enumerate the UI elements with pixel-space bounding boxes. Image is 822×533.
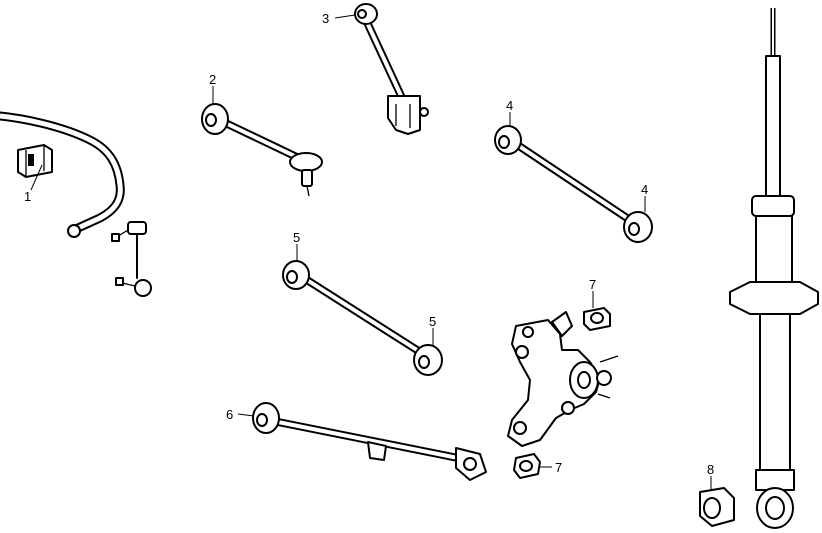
callout-5-lower: 5 [429,314,436,329]
trailing-arm-part-6 [252,402,487,481]
lower-arm-part-5 [282,260,443,376]
stabilizer-end-link [111,221,152,297]
stabilizer-bar-assembly [0,111,152,297]
leader-lines [30,14,712,490]
callout-7-upper: 7 [589,277,596,292]
stabilizer-bushing [17,144,53,178]
upper-arm-part-2 [201,103,323,197]
bushing-part-7-upper [583,307,611,331]
callout-8: 8 [707,462,714,477]
bushing-part-7-lower [513,453,541,479]
callout-4-lower: 4 [641,182,648,197]
bushing-part-8 [699,487,735,527]
shock-absorber [729,8,819,529]
callout-4-upper: 4 [506,98,513,113]
callout-7-lower: 7 [555,460,562,475]
callout-2: 2 [209,72,216,87]
rear-knuckle [507,311,619,447]
upper-arm-part-3 [354,3,429,135]
callout-labels: 1 2 3 4 4 5 5 6 7 7 8 [24,11,714,477]
lower-arm-part-4 [494,125,653,243]
callout-1: 1 [24,189,31,204]
callout-6: 6 [226,407,233,422]
callout-3: 3 [322,11,329,26]
callout-5-upper: 5 [293,230,300,245]
